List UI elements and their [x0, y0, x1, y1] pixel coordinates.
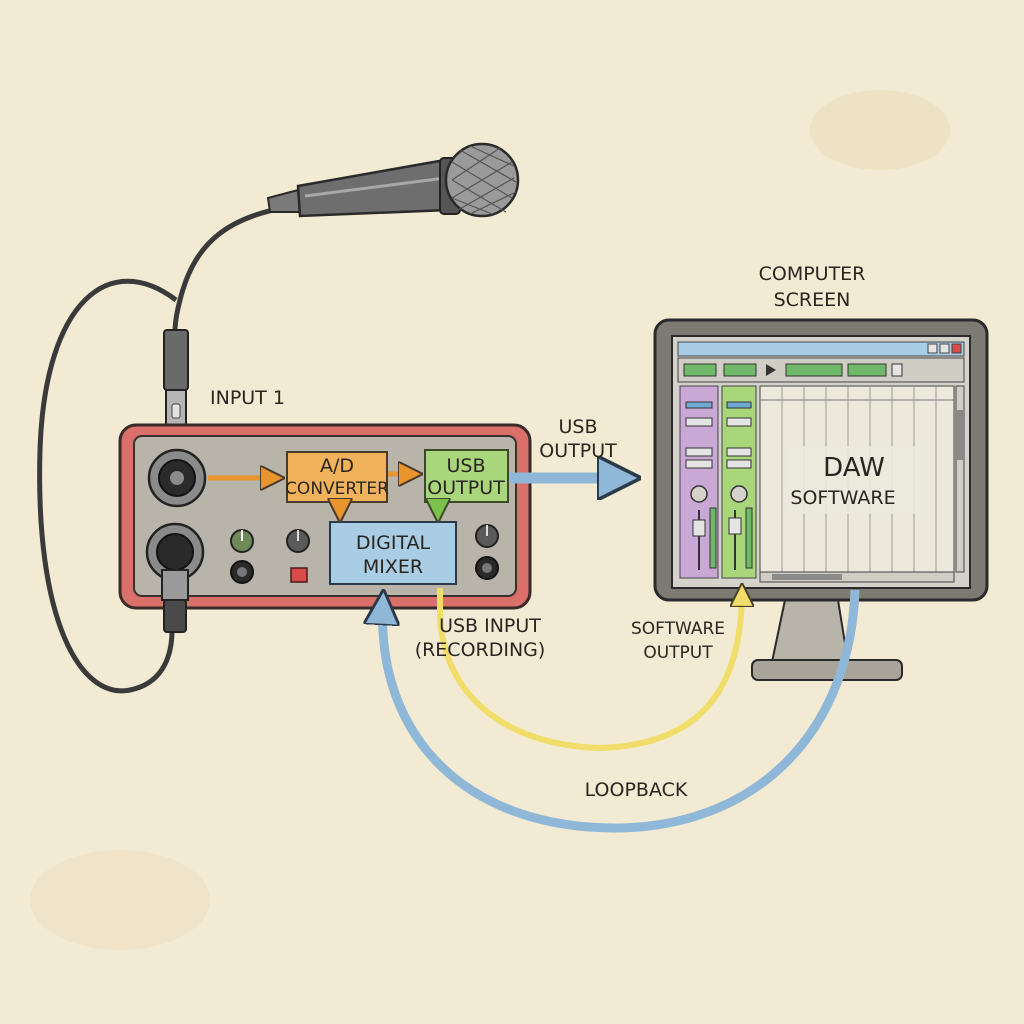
usb-input-label-line1: USB INPUT	[439, 615, 541, 637]
maximize-icon	[939, 343, 950, 354]
play-icon	[766, 364, 776, 376]
arrangement-area: DAW SOFTWARE	[759, 385, 955, 573]
close-icon	[951, 343, 962, 354]
computer-screen-label-line2: SCREEN	[774, 289, 851, 311]
usb-output-box: USB OUTPUT	[424, 449, 509, 503]
usb-output-arrow-label-line2: OUTPUT	[539, 440, 617, 462]
scrollbar-thumb[interactable]	[957, 410, 963, 460]
usb-output-box-label-line2: OUTPUT	[427, 477, 505, 499]
daw-label-line1: DAW	[823, 453, 885, 483]
channel-strip	[721, 385, 757, 579]
microphone-icon	[266, 142, 520, 218]
vertical-scrollbar[interactable]	[955, 385, 965, 573]
power-led-icon	[290, 567, 308, 583]
xlr-plug-icon	[161, 569, 189, 633]
loopback-label: LOOPBACK	[585, 779, 688, 801]
xlr-combo-jack-icon	[147, 448, 207, 508]
channel-strip	[679, 385, 719, 579]
gain-knob-icon	[286, 529, 310, 553]
daw-label-line2: SOFTWARE	[790, 487, 895, 509]
ad-converter-label-line1: A/D	[320, 455, 354, 477]
usb-output-arrow-label-line1: USB	[558, 416, 597, 438]
ad-converter-label-line2: CONVERTER	[285, 479, 389, 499]
digital-mixer-box: DIGITAL MIXER	[329, 521, 457, 585]
daw-window: DAW SOFTWARE	[677, 341, 965, 583]
headphone-jack-icon	[475, 556, 499, 580]
computer-screen-label-line1: COMPUTER	[759, 263, 866, 285]
paper-stain	[810, 90, 950, 170]
gain-knob-icon	[475, 524, 499, 548]
digital-mixer-label-line1: DIGITAL	[356, 532, 431, 554]
usb-input-label-line2: (RECORDING)	[415, 639, 546, 661]
ad-converter-box: A/D CONVERTER	[285, 451, 389, 503]
headphone-jack-icon	[230, 560, 254, 584]
digital-mixer-label-line2: MIXER	[363, 556, 423, 578]
scrollbar-thumb[interactable]	[772, 574, 842, 580]
usb-output-box-label-line1: USB	[446, 455, 485, 477]
software-output-label-line1: SOFTWARE	[631, 619, 725, 639]
software-output-arrow	[437, 588, 742, 752]
input-1-label: INPUT 1	[210, 387, 285, 409]
software-output-label-line2: OUTPUT	[643, 643, 713, 663]
paper-stain	[30, 850, 210, 950]
loopback-arrow	[383, 590, 860, 833]
gain-knob-icon	[230, 529, 254, 553]
xlr-plug-icon	[163, 329, 189, 431]
minimize-icon	[927, 343, 938, 354]
horizontal-scrollbar[interactable]	[759, 571, 955, 583]
mic-cable-loop	[37, 278, 178, 694]
mic-cable	[172, 202, 301, 346]
